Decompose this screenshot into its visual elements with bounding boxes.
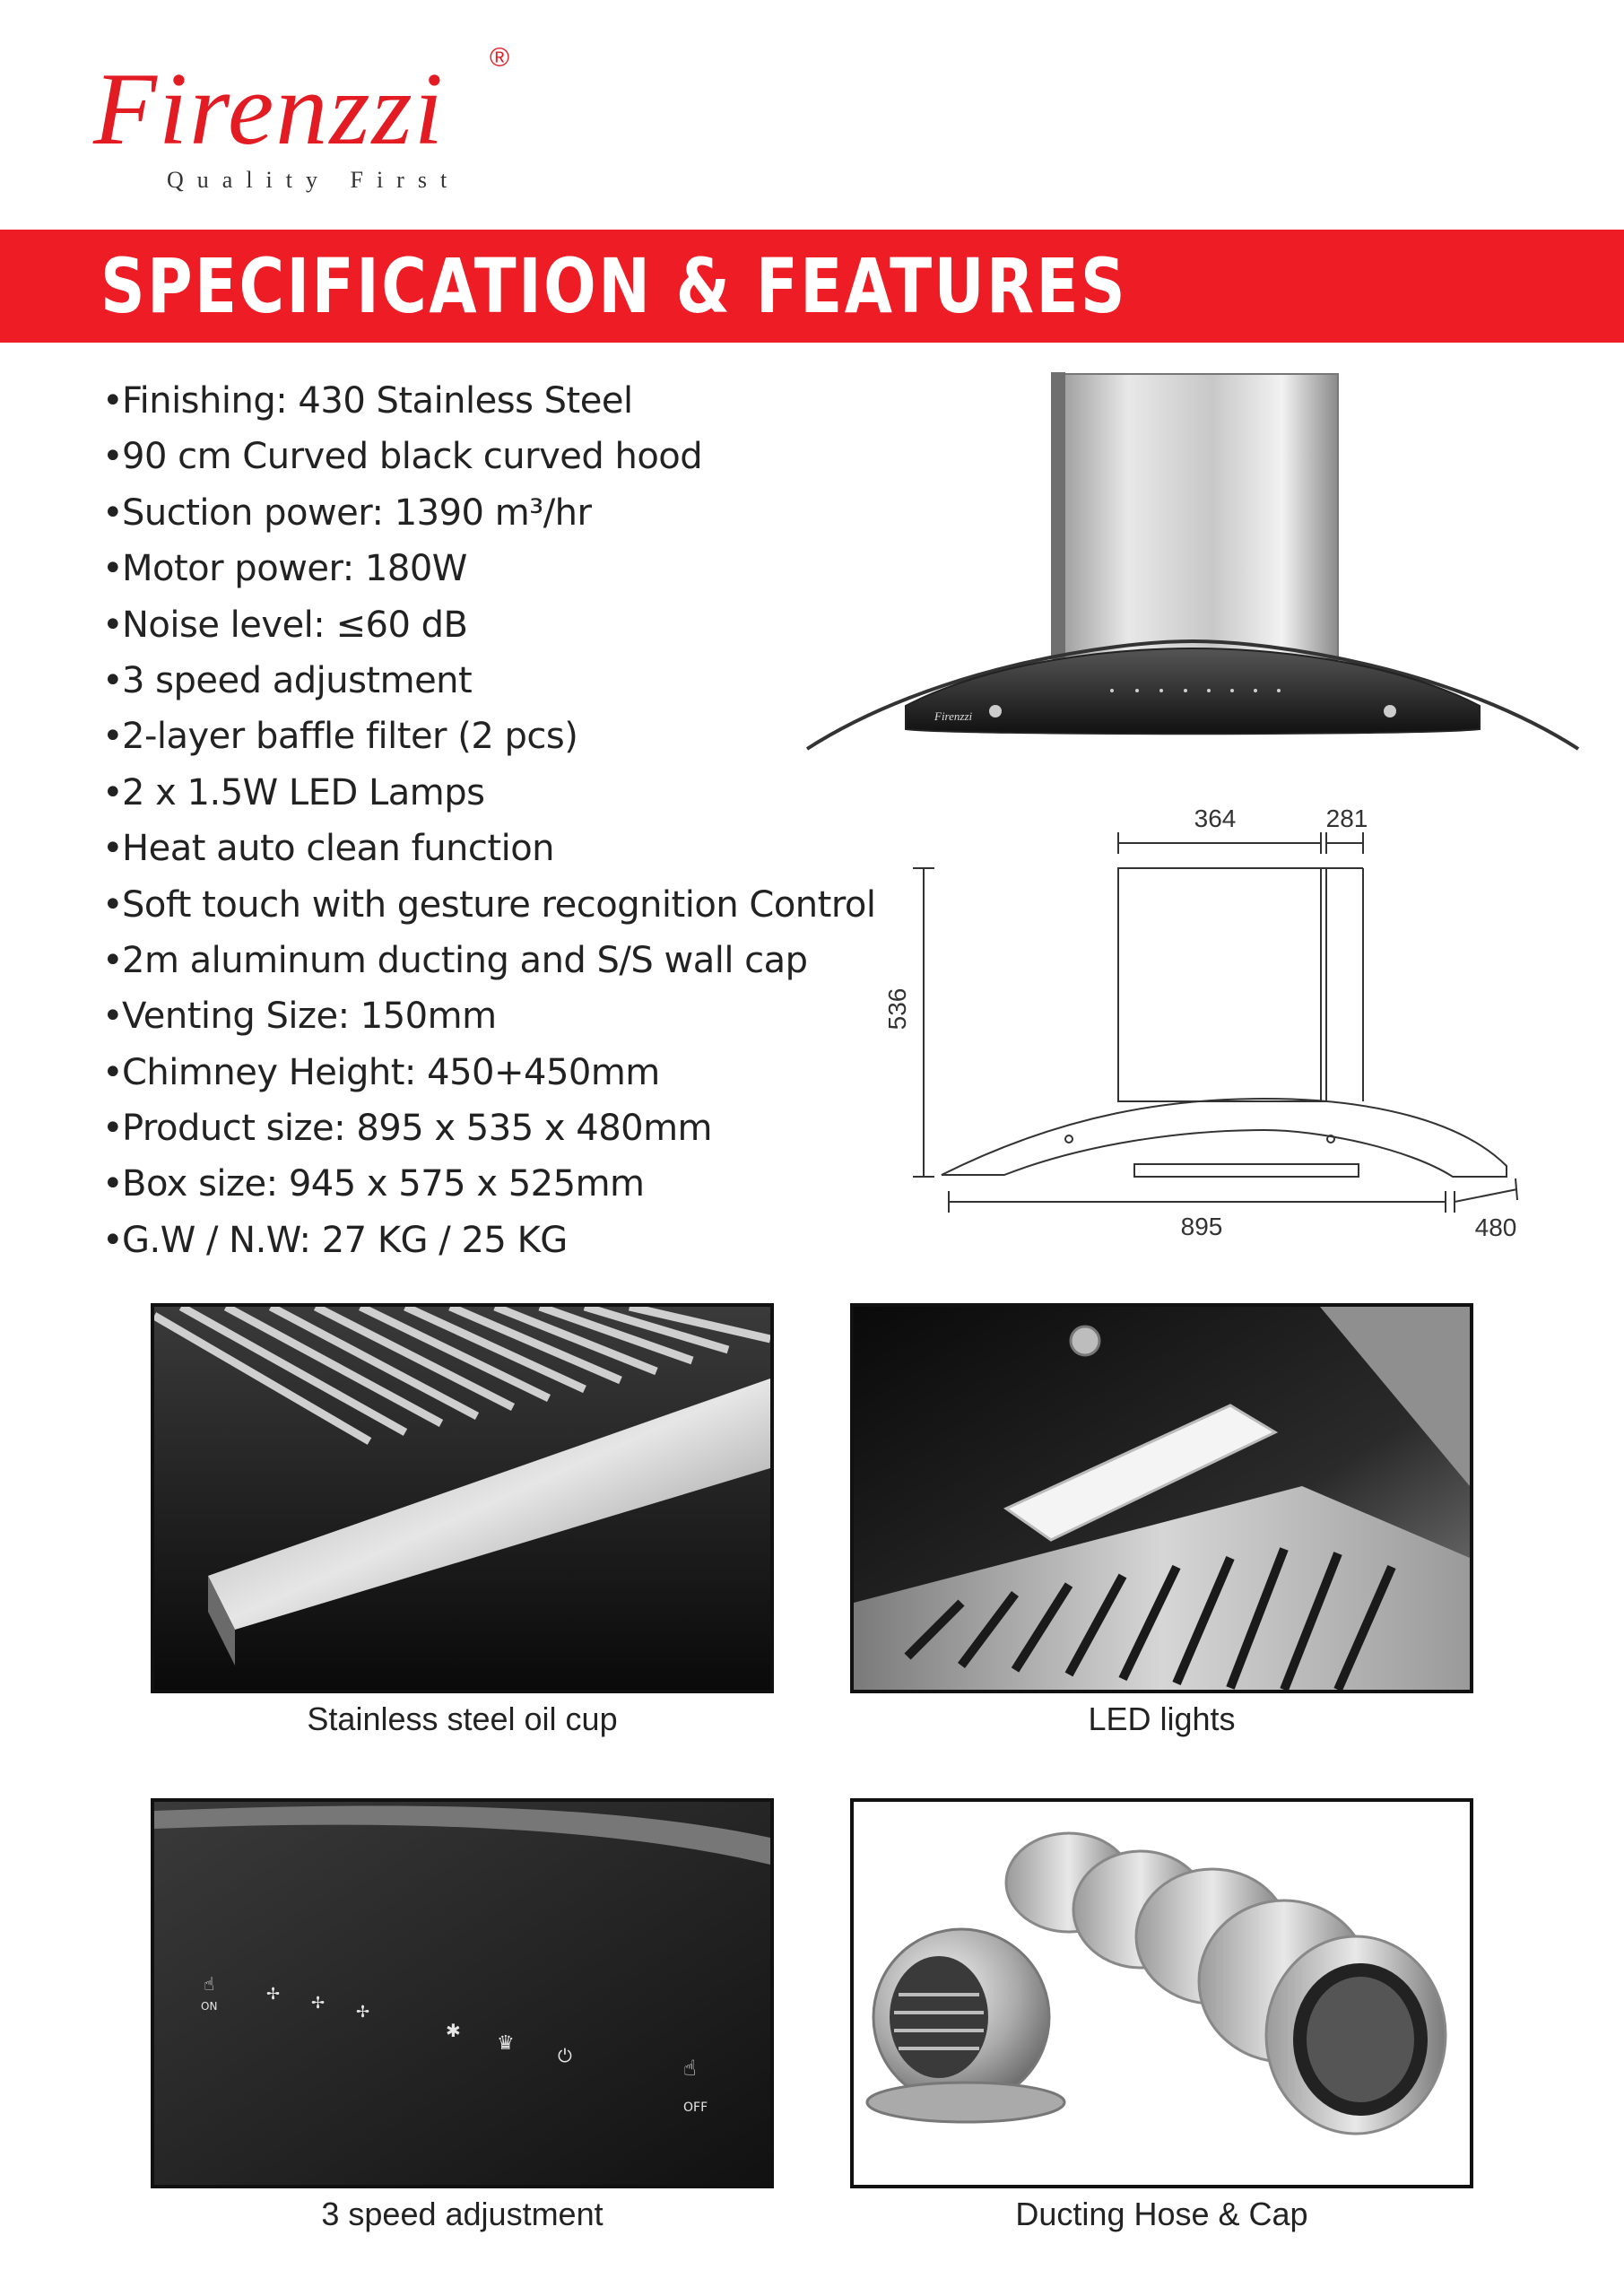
dim-height: 536 [888, 988, 911, 1031]
list-item: •Heat auto clean function [102, 828, 555, 870]
ducting-image [854, 1802, 1470, 2185]
list-item: •Suction power: 1390 m³/hr [102, 491, 592, 534]
hood-logo-text: Firenzzi [934, 709, 973, 723]
led-lights-image [854, 1307, 1470, 1690]
list-item: •G.W / N.W: 27 KG / 25 KG [102, 1219, 568, 1261]
control-panel-image: ☝ ON ✢ ✢ ✢ ✱ ♛ ⏻ ☝ OFF [154, 1802, 770, 2185]
dim-width: 895 [1181, 1213, 1223, 1240]
dim-top-width: 364 [1194, 804, 1237, 832]
list-item: •Product size: 895 x 535 x 480mm [102, 1108, 713, 1150]
list-item: •2-layer baffle filter (2 pcs) [102, 716, 578, 758]
list-item: •Finishing: 430 Stainless Steel [102, 380, 633, 422]
fan-speed-3-icon: ✢ [356, 2003, 369, 2022]
dim-depth: 480 [1475, 1213, 1517, 1241]
fan-speed-1-icon: ✢ [266, 1985, 280, 2004]
list-item: •3 speed adjustment [102, 659, 473, 701]
dimension-drawing: 364 281 536 895 480 [888, 804, 1518, 1241]
list-item: •Box size: 945 x 575 x 525mm [102, 1163, 645, 1205]
title-banner [0, 230, 1624, 343]
list-item: •Chimney Height: 450+450mm [102, 1051, 660, 1093]
list-item: •Soft touch with gesture recognition Con… [102, 883, 876, 926]
caption-speed-adjustment: 3 speed adjustment [321, 2196, 604, 2232]
brand-tagline: Quality First [167, 167, 461, 193]
registered-mark: ® [490, 43, 510, 73]
list-item: •Venting Size: 150mm [102, 996, 497, 1038]
list-item: •90 cm Curved black curved hood [102, 436, 703, 478]
oil-cup-image [154, 1307, 770, 1690]
fan-speed-2-icon: ✢ [311, 1994, 325, 2013]
dim-top-depth: 281 [1326, 804, 1368, 832]
on-label: ON [201, 2000, 217, 2013]
hand-off-icon: ☝ [683, 2056, 697, 2081]
list-item: •2m aluminum ducting and S/S wall cap [102, 939, 808, 981]
list-item: •2 x 1.5W LED Lamps [102, 771, 485, 813]
photo-oil-cup [151, 1303, 774, 1693]
spec-list: •Finishing: 430 Stainless Steel •90 cm C… [102, 373, 876, 1268]
clean-icon: ♛ [497, 2032, 515, 2055]
list-item: •Motor power: 180W [102, 548, 467, 590]
power-icon: ⏻ [558, 2045, 572, 2066]
photo-control-panel: ☝ ON ✢ ✢ ✢ ✱ ♛ ⏻ ☝ OFF [151, 1798, 774, 2188]
photo-led-lights [850, 1303, 1473, 1693]
photo-ducting [850, 1798, 1473, 2188]
page-title: SPECIFICATION & FEATURES [100, 242, 1128, 330]
caption-ducting: Ducting Hose & Cap [1015, 2196, 1308, 2232]
list-item: •Noise level: ≤60 dB [102, 604, 468, 646]
range-hood-product-image: Firenzzi [805, 372, 1580, 751]
off-label: OFF [683, 2100, 708, 2115]
brand-logo: Firenzzi [93, 52, 445, 167]
hand-on-icon: ☝ [204, 1973, 214, 1995]
caption-oil-cup: Stainless steel oil cup [307, 1700, 618, 1737]
light-icon: ✱ [446, 2020, 461, 2041]
caption-led-lights: LED lights [1088, 1700, 1236, 1737]
